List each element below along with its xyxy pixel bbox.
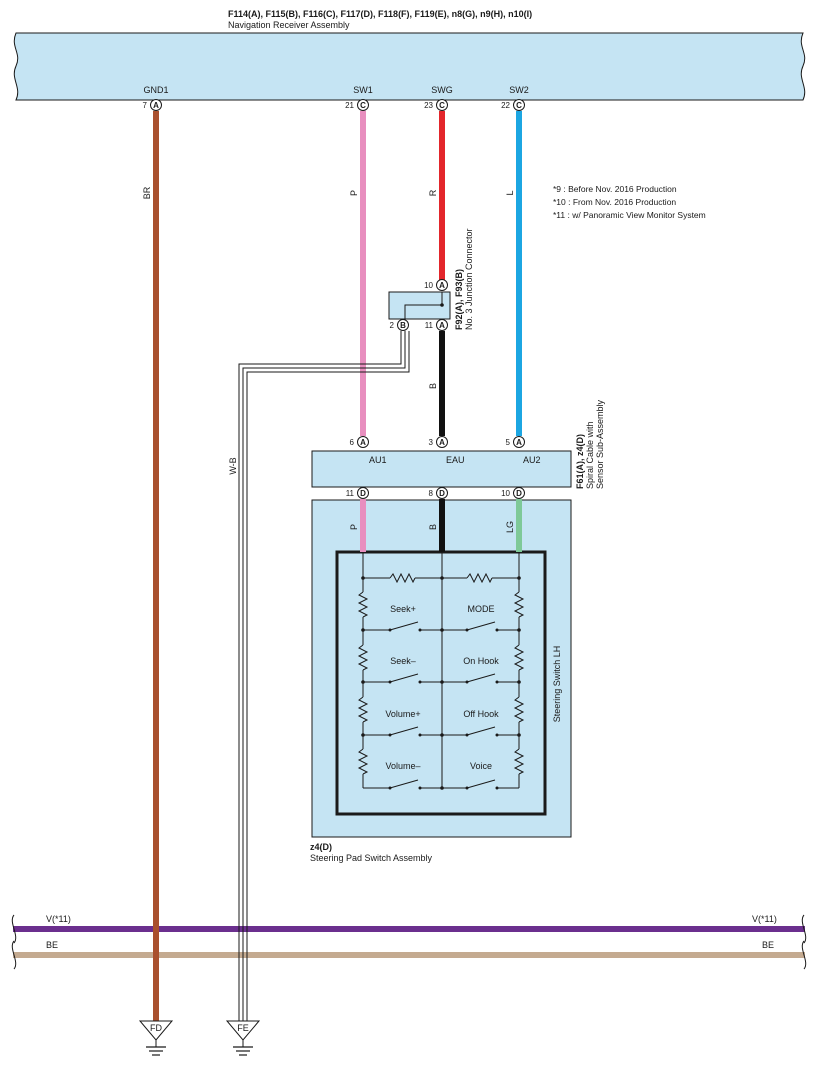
receiver-pin-sw1: C <box>357 99 369 111</box>
junction-pin-11: A <box>436 319 448 331</box>
spiral-title: F61(A), z4(D) Spiral Cable with Sensor S… <box>575 399 605 489</box>
svg-text:A: A <box>153 101 159 110</box>
button-seek-minus-label: Seek– <box>390 656 416 666</box>
bus-be-label-left: BE <box>46 940 58 950</box>
wire-p-lower-label: P <box>349 524 359 530</box>
junction-title: F92(A), F93(B) No. 3 Junction Connector <box>454 228 474 330</box>
wire-r-label: R <box>428 189 438 196</box>
junction-pin-10-number: 10 <box>424 281 433 290</box>
bus-be-label-right: BE <box>762 940 774 950</box>
receiver-connector-list: F114(A), F115(B), F116(C), F117(D), F118… <box>228 9 532 19</box>
spiral-pin-3-number: 3 <box>429 438 434 447</box>
button-voice-label: Voice <box>470 761 492 771</box>
wire-b-lower-label: B <box>428 524 438 530</box>
receiver-pin-swg: C <box>436 99 448 111</box>
switch-internal-circuit <box>357 552 525 789</box>
ground-fe-symbol <box>225 1020 261 1056</box>
terminal-sw2-label: SW2 <box>509 85 529 95</box>
junction-connector-box <box>388 291 451 320</box>
svg-text:A: A <box>439 281 445 290</box>
svg-text:B: B <box>400 321 406 330</box>
note-10: *10 : From Nov. 2016 Production <box>553 197 676 207</box>
steering-switch-lh-label: Steering Switch LH <box>552 646 562 723</box>
spiral-terminal-au2: AU2 <box>523 455 541 465</box>
spiral-pin-8: D <box>436 487 448 499</box>
svg-text:A: A <box>439 438 445 447</box>
svg-text:C: C <box>439 101 445 110</box>
spiral-pin-8-number: 8 <box>429 489 434 498</box>
receiver-pin-sw2: C <box>513 99 525 111</box>
spiral-pin-11-number: 11 <box>346 489 355 498</box>
spiral-pin-5-number: 5 <box>506 438 511 447</box>
button-volume-plus-label: Volume+ <box>385 709 420 719</box>
wire-l-label: L <box>505 190 515 195</box>
svg-text:Spiral Cable with: Spiral Cable with <box>585 421 595 489</box>
spiral-pin-11: D <box>357 487 369 499</box>
receiver-pin-swg-number: 23 <box>424 101 433 110</box>
svg-text:A: A <box>516 438 522 447</box>
svg-text:D: D <box>360 489 366 498</box>
junction-pin-2: B <box>397 319 409 331</box>
bus-v11 <box>11 914 807 944</box>
svg-text:D: D <box>516 489 522 498</box>
button-seek-plus-label: Seek+ <box>390 604 416 614</box>
terminal-sw1-label: SW1 <box>353 85 373 95</box>
spiral-terminal-eau: EAU <box>446 455 465 465</box>
navigation-receiver-box <box>13 32 806 101</box>
svg-text:C: C <box>516 101 522 110</box>
svg-text:No. 3 Junction Connector: No. 3 Junction Connector <box>464 228 474 330</box>
bus-be <box>11 940 807 970</box>
spiral-pin-10-number: 10 <box>501 489 510 498</box>
junction-pin-10: A <box>436 279 448 291</box>
spiral-cable-box <box>311 450 572 488</box>
svg-text:F61(A), z4(D): F61(A), z4(D) <box>575 434 585 489</box>
spiral-pin-3: A <box>436 436 448 448</box>
spiral-pin-10: D <box>513 487 525 499</box>
steering-pad-name: Steering Pad Switch Assembly <box>310 853 433 863</box>
wire-br-label: BR <box>142 186 152 199</box>
steering-pad-title: z4(D) <box>310 842 332 852</box>
button-volume-minus-label: Volume– <box>385 761 420 771</box>
svg-text:D: D <box>439 489 445 498</box>
junction-pin-2-number: 2 <box>390 321 395 330</box>
bus-v11-label-right: V(*11) <box>752 914 777 924</box>
spiral-pin-6: A <box>357 436 369 448</box>
wire-lg-label: LG <box>505 521 515 533</box>
receiver-pin-sw2-number: 22 <box>501 101 510 110</box>
receiver-pin-gnd1: A <box>150 99 162 111</box>
ground-fd-label: FD <box>150 1023 162 1033</box>
bus-v11-label-left: V(*11) <box>46 914 71 924</box>
wire-p-upper-label: P <box>349 190 359 196</box>
junction-pin-11-number: 11 <box>425 321 434 330</box>
spiral-pin-6-number: 6 <box>350 438 355 447</box>
svg-text:A: A <box>360 438 366 447</box>
switch-junction-dots <box>361 576 521 790</box>
receiver-pin-gnd1-number: 7 <box>143 101 148 110</box>
ground-fd-symbol <box>138 1020 174 1056</box>
terminal-swg-label: SWG <box>431 85 453 95</box>
wire-b-upper-label: B <box>428 383 438 389</box>
svg-text:A: A <box>439 321 445 330</box>
wire-wb <box>238 331 410 1022</box>
receiver-pin-sw1-number: 21 <box>345 101 354 110</box>
ground-fe-label: FE <box>237 1023 249 1033</box>
terminal-gnd1-label: GND1 <box>143 85 168 95</box>
svg-text:C: C <box>360 101 366 110</box>
svg-text:Sensor Sub-Assembly: Sensor Sub-Assembly <box>595 399 605 489</box>
button-mode-label: MODE <box>468 604 495 614</box>
note-9: *9 : Before Nov. 2016 Production <box>553 184 677 194</box>
wire-wb-label: W-B <box>228 457 238 474</box>
spiral-terminal-au1: AU1 <box>369 455 387 465</box>
button-off-hook-label: Off Hook <box>463 709 499 719</box>
spiral-pin-5: A <box>513 436 525 448</box>
svg-text:F92(A), F93(B): F92(A), F93(B) <box>454 269 464 330</box>
receiver-name: Navigation Receiver Assembly <box>228 20 350 30</box>
button-on-hook-label: On Hook <box>463 656 499 666</box>
note-11: *11 : w/ Panoramic View Monitor System <box>553 210 706 220</box>
